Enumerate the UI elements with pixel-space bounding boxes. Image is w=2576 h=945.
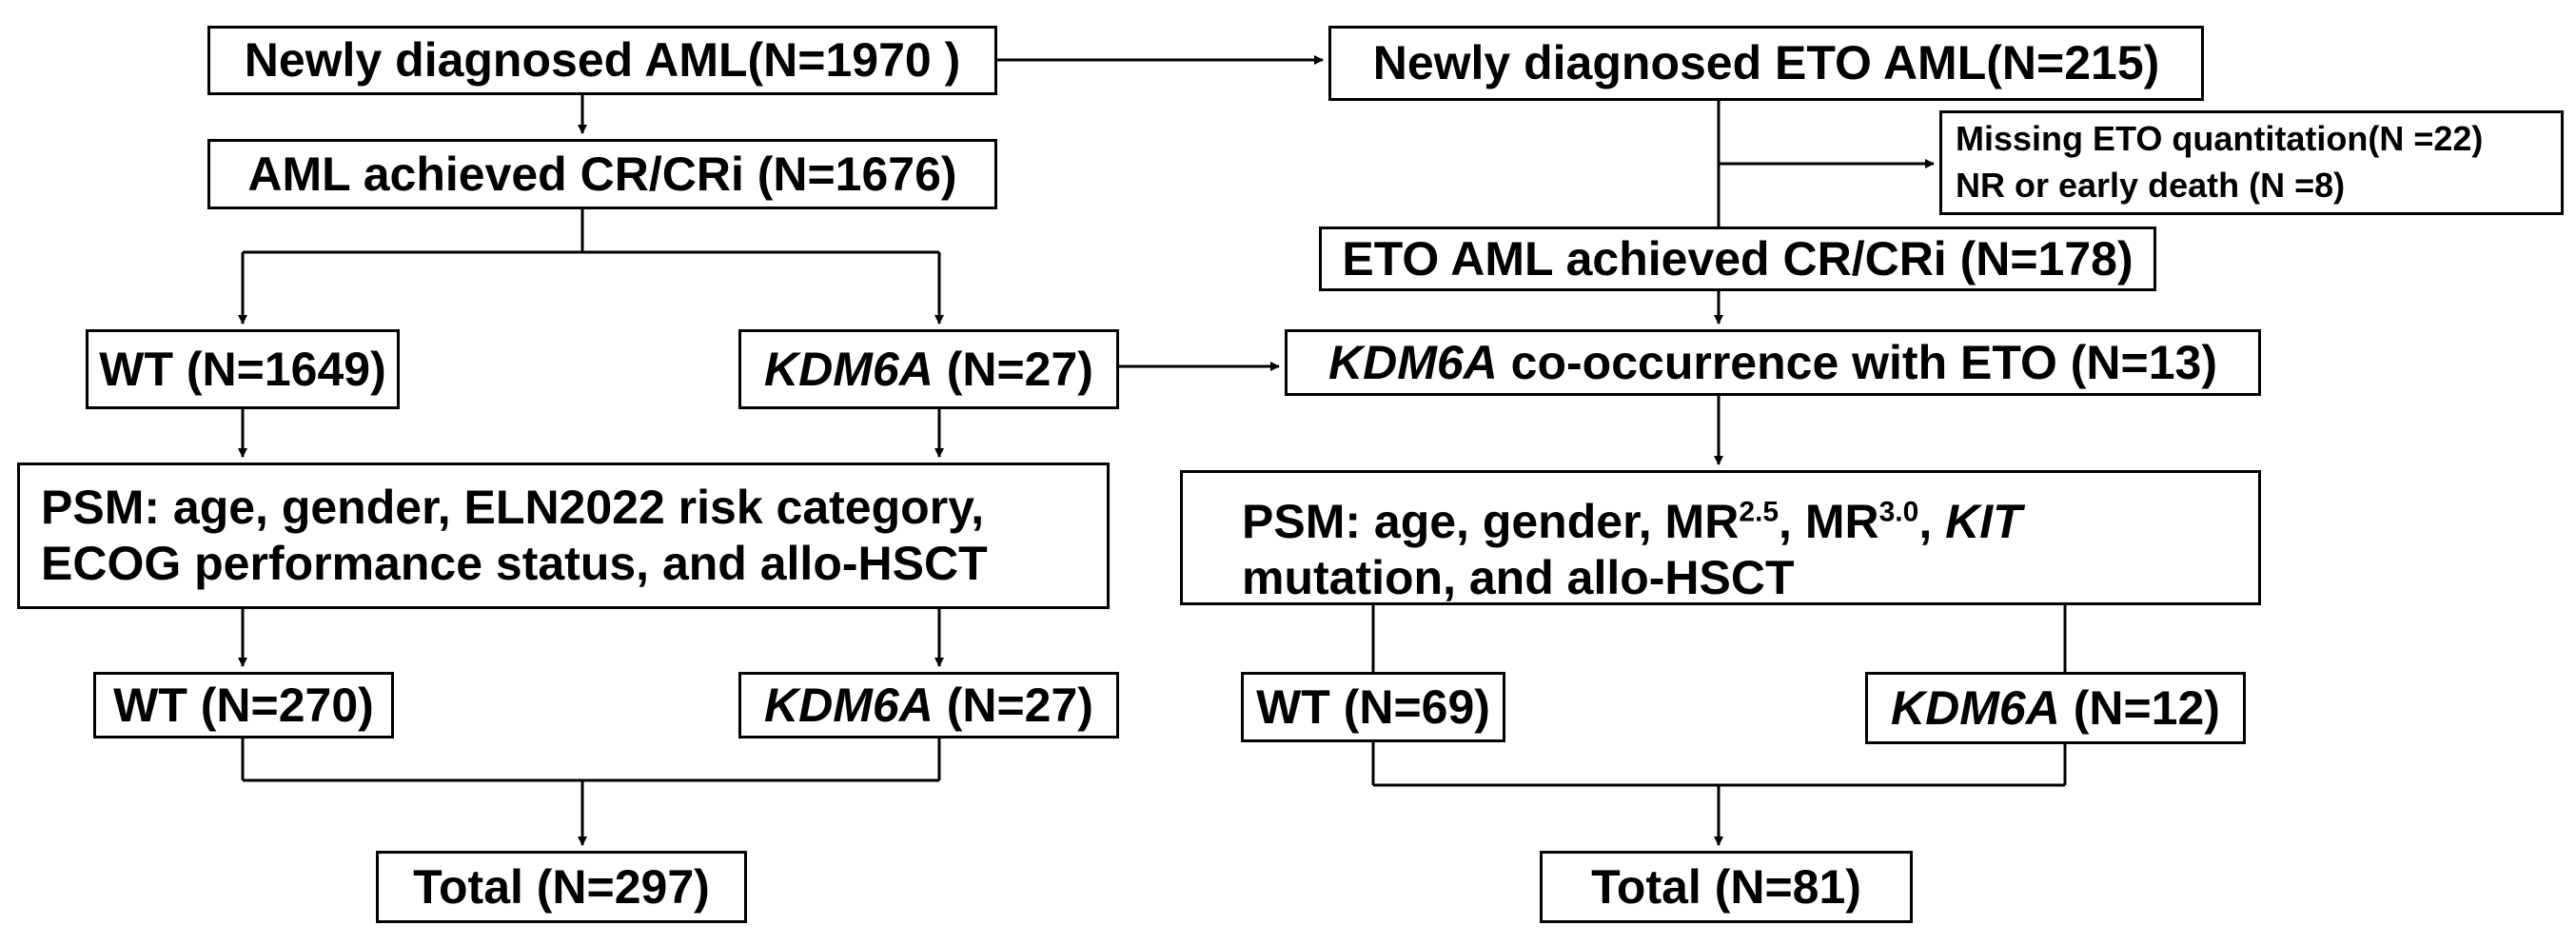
kdm6a-pre-psm-gene: KDM6A <box>764 342 934 396</box>
kdm6a-cooccurrence-box: KDM6A co-occurrence with ETO (N=13) <box>1285 329 2261 396</box>
right-psm-part3: , <box>1918 495 1946 548</box>
kdm6a-post-psm-box: KDM6A (N=27) <box>738 672 1119 738</box>
right-kdm6a-post-psm-count: (N=12) <box>2059 680 2220 735</box>
newly-diagnosed-aml-label: Newly diagnosed AML(N=1970 ) <box>244 33 961 87</box>
right-total-label: Total (N=81) <box>1591 859 1861 914</box>
left-total-label: Total (N=297) <box>413 859 710 914</box>
kdm6a-cooccurrence-text: co-occurrence with ETO (N=13) <box>1497 335 2218 389</box>
right-total-box: Total (N=81) <box>1540 851 1913 923</box>
newly-diagnosed-eto-box: Newly diagnosed ETO AML(N=215) <box>1328 26 2204 101</box>
right-kdm6a-post-psm-gene: KDM6A <box>1891 680 2060 735</box>
right-psm-part4: mutation, and allo-HSCT <box>1242 551 1795 604</box>
kdm6a-pre-psm-box: KDM6A (N=27) <box>738 329 1119 409</box>
exclusion-missing-eto: Missing ETO quantitation(N =22) <box>1956 119 2484 159</box>
wt-pre-psm-label: WT (N=1649) <box>99 342 386 396</box>
right-psm-label: PSM: age, gender, MR2.5, MR3.0, KIT muta… <box>1242 495 2022 604</box>
wt-post-psm-box: WT (N=270) <box>93 672 394 738</box>
eto-achieved-cr-box: ETO AML achieved CR/CRi (N=178) <box>1319 226 2156 291</box>
newly-diagnosed-eto-label: Newly diagnosed ETO AML(N=215) <box>1372 36 2160 89</box>
exclusion-nr-early-death: NR or early death (N =8) <box>1956 166 2346 205</box>
kdm6a-post-psm-gene: KDM6A <box>764 678 934 732</box>
right-kdm6a-post-psm-box: KDM6A (N=12) <box>1865 672 2246 744</box>
wt-pre-psm-box: WT (N=1649) <box>86 329 400 409</box>
left-psm-box: PSM: age, gender, ELN2022 risk category,… <box>17 463 1110 609</box>
kdm6a-cooccurrence-gene: KDM6A <box>1327 335 1498 389</box>
right-psm-sup2: 3.0 <box>1878 496 1919 528</box>
aml-achieved-cr-label: AML achieved CR/CRi (N=1676) <box>247 147 957 201</box>
eto-achieved-cr-label: ETO AML achieved CR/CRi (N=178) <box>1342 231 2134 285</box>
aml-achieved-cr-box: AML achieved CR/CRi (N=1676) <box>207 139 997 209</box>
right-psm-sup1: 2.5 <box>1739 496 1780 528</box>
kdm6a-post-psm-count: (N=27) <box>933 678 1093 732</box>
right-psm-gene: KIT <box>1945 495 2022 548</box>
right-psm-part2: , MR <box>1779 495 1879 548</box>
kdm6a-pre-psm-count: (N=27) <box>933 342 1093 396</box>
newly-diagnosed-aml-box: Newly diagnosed AML(N=1970 ) <box>207 26 997 95</box>
exclusion-box: Missing ETO quantitation(N =22) NR or ea… <box>1939 110 2564 215</box>
right-wt-post-psm-box: WT (N=69) <box>1241 672 1505 742</box>
left-total-box: Total (N=297) <box>376 851 747 923</box>
wt-post-psm-label: WT (N=270) <box>113 678 374 732</box>
right-wt-post-psm-label: WT (N=69) <box>1256 679 1490 734</box>
left-psm-label: PSM: age, gender, ELN2022 risk category,… <box>41 481 988 590</box>
right-psm-part1: PSM: age, gender, MR <box>1242 495 1740 548</box>
right-psm-box: PSM: age, gender, MR2.5, MR3.0, KIT muta… <box>1180 470 2261 605</box>
